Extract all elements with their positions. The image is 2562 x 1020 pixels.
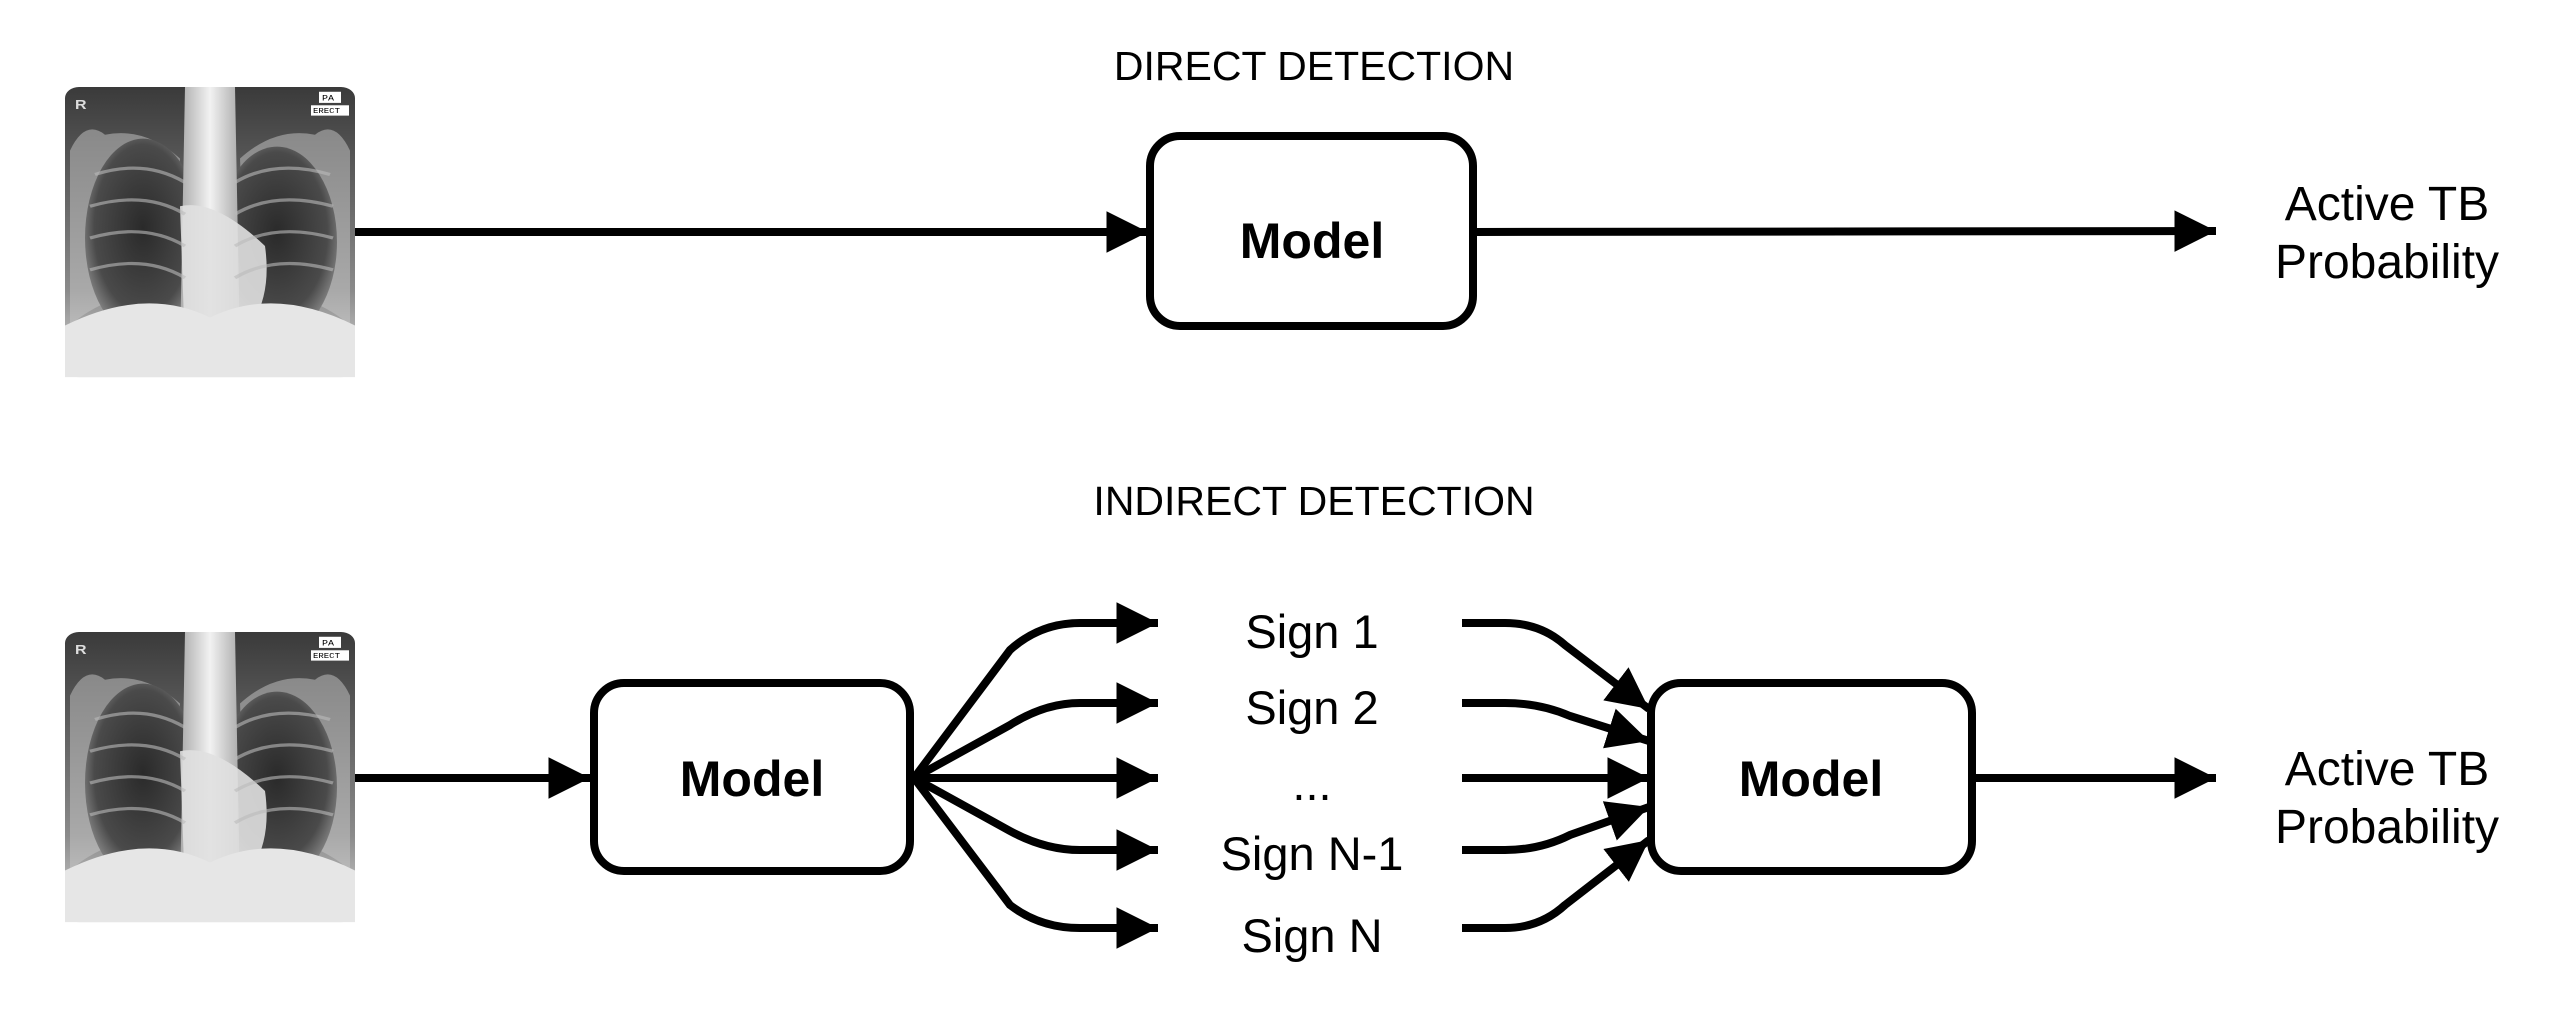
direct-model-box <box>1146 132 1477 330</box>
xray-position-mark: ERECT <box>313 108 340 116</box>
indirect-model1-box <box>590 679 914 875</box>
chest-xray-image-direct: R PA ERECT <box>63 85 357 380</box>
xray-side-mark: R <box>75 644 87 658</box>
indirect-output-line1: Active TB <box>2285 743 2490 796</box>
xray-position-mark: ERECT <box>313 653 340 661</box>
sign-1-label: Sign 1 <box>1245 605 1378 658</box>
arrow-model-to-output <box>1474 210 2217 252</box>
arrow-to-sign-n <box>910 775 1158 949</box>
indirect-output-line2: Probability <box>2275 801 2499 854</box>
xray-view-mark: PA <box>322 93 335 103</box>
direct-output-line2: Probability <box>2275 236 2499 289</box>
sign-ellipsis-label: ... <box>1292 757 1331 810</box>
indirect-model1-label: Model <box>680 751 824 807</box>
arrow-to-sign-n-1 <box>912 774 1158 871</box>
xray-view-mark: PA <box>322 638 335 648</box>
chest-xray-image-indirect: R PA ERECT <box>63 630 357 925</box>
direct-model-label: Model <box>1240 213 1384 269</box>
indirect-model2-box <box>1647 679 1976 875</box>
arrow-sign-1-to-model2 <box>1462 619 1652 713</box>
direct-output-line1: Active TB <box>2285 178 2490 231</box>
xray-side-mark: R <box>75 99 87 113</box>
indirect-detection-title: INDIRECT DETECTION <box>1093 478 1534 524</box>
sign-n-1-label: Sign N-1 <box>1221 827 1404 880</box>
sign-2-label: Sign 2 <box>1245 681 1378 734</box>
indirect-model2-label: Model <box>1739 751 1883 807</box>
arrow-sign-n-to-model2 <box>1462 836 1652 932</box>
direct-detection-title: DIRECT DETECTION <box>1114 43 1514 89</box>
arrow-to-sign-1 <box>910 602 1158 781</box>
arrow-to-sign-2 <box>912 682 1158 782</box>
arrow-sign-n-1-to-model2 <box>1462 801 1651 854</box>
sign-n-label: Sign N <box>1241 909 1382 962</box>
arrow-sign-2-to-model2 <box>1462 699 1651 749</box>
